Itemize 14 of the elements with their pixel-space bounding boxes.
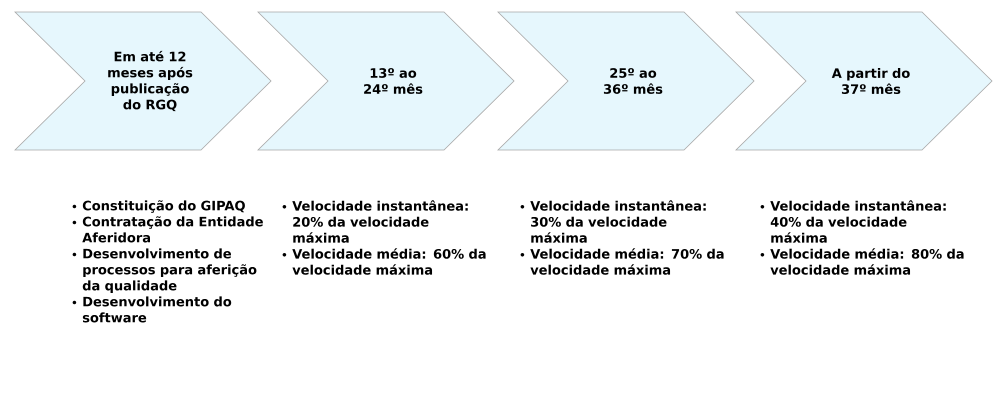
bullet-item: Velocidade média: 80% da velocidade máxima: [760, 248, 964, 275]
phase-banner: Em até 12 meses após publicação do RGQ: [14, 12, 272, 150]
phase-banner: 25º ao 36º mês: [497, 12, 755, 150]
phase-banner: 13º ao 24º mês: [257, 12, 515, 150]
bullet-item: Velocidade instantânea: 40% da velocidade máxima: [760, 200, 946, 243]
bullet-item: Velocidade instantânea: 30% da velocidade máxima: [520, 200, 706, 243]
bullet-item: Velocidade média: 70% da velocidade máxima: [520, 248, 724, 275]
bullet-item: Constituição do GIPAQ: [72, 200, 245, 213]
bullet-item: Desenvolvimento do software: [72, 296, 232, 322]
phase-banner: A partir do 37º mês: [735, 12, 993, 150]
bullet-item: Velocidade instantânea: 20% da velocidade máxima: [282, 200, 468, 243]
bullet-item: Desenvolvimento de processos para aferição da qualidade: [72, 248, 256, 293]
bullet-item: Velocidade média: 60% da velocidade máxima: [282, 248, 486, 275]
bullet-item: Contratação da Entidade Aferidora: [72, 216, 263, 242]
